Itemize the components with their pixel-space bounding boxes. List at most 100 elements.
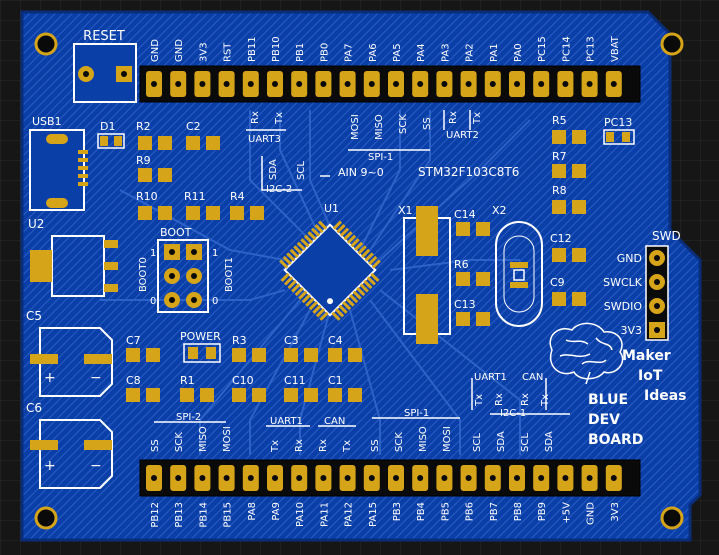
led-pc13: [603, 129, 635, 145]
top-pin-label: PB1: [295, 43, 306, 62]
top-header-pads: [146, 71, 622, 97]
i2c1-sda2: SDA: [544, 431, 555, 452]
capacitor-c5-pad-plus: [30, 354, 58, 364]
top-pin-hole: [296, 81, 303, 87]
component-label-c11: C11: [284, 374, 306, 387]
component-label-r5: R5: [552, 114, 567, 127]
regulator-u2-pin1: [104, 240, 118, 248]
bottom-pin-hole: [151, 475, 157, 481]
component-label-c10: C10: [232, 374, 254, 387]
top-pin-label: PA0: [513, 43, 524, 62]
mcu-pin: [339, 227, 350, 237]
component-pad: [138, 136, 152, 150]
bottom-pin-hole: [344, 475, 351, 481]
bottom-pin-hole: [417, 475, 424, 481]
mcu-pin: [352, 290, 362, 300]
spi1-top-ss: SS: [422, 117, 433, 130]
can-bottom-rx: Rx: [318, 439, 329, 452]
component-label-c4: C4: [328, 334, 343, 347]
regulator-u2-pin3: [104, 284, 118, 292]
capacitor-c5: [39, 327, 113, 397]
bottom-pin-label: PA10: [295, 502, 306, 527]
diode-d1-pad-a: [100, 136, 108, 146]
component-pad: [146, 348, 160, 362]
spi1-bottom-label: SPI-1: [404, 408, 429, 419]
component-label-r11: R11: [184, 190, 206, 203]
mcu-pin: [336, 224, 346, 234]
top-pin-label: PB0: [319, 43, 330, 62]
component-pad: [232, 348, 246, 362]
component-pad: [304, 348, 318, 362]
led-power: [183, 343, 221, 363]
swd-pin-label: SWDIO: [604, 300, 643, 313]
component-pad: [304, 388, 318, 402]
usb-label: USB1: [32, 115, 62, 128]
boot-label: BOOT: [160, 226, 192, 239]
mcu-pin: [366, 276, 376, 286]
capacitor-c6-pad-minus: [84, 440, 112, 450]
mcu-pin: [284, 276, 294, 286]
mounting-hole-bottom-left: [34, 506, 58, 530]
boot-pin-1-right: 1: [212, 248, 218, 259]
component-pad: [572, 292, 586, 306]
component-label-c13: C13: [454, 298, 476, 311]
top-pin-hole: [344, 81, 351, 87]
bottom-pin-label: 3V3: [610, 502, 621, 522]
spi1-top-miso: MISO: [374, 114, 385, 140]
spi1-bottom-miso: MISO: [418, 426, 429, 452]
i2c2-scl: SCL: [296, 161, 307, 180]
mcu-pin: [371, 259, 381, 269]
uart2-tx: Tx: [472, 112, 483, 125]
bottom-pin-label: PB9: [537, 502, 548, 521]
can-right-rx: Rx: [520, 393, 531, 406]
mcu-u1: [279, 220, 381, 321]
bottom-pin-label: PA12: [344, 502, 355, 527]
top-pin-label: PB11: [247, 36, 258, 62]
mcu-pin: [310, 227, 321, 237]
bottom-pin-hole: [320, 475, 327, 481]
diode-d1-pad-b: [114, 136, 122, 146]
top-pin-label: PC15: [537, 36, 548, 62]
mcu-pin: [338, 304, 348, 314]
component-label-r3: R3: [232, 334, 247, 347]
x2-label: X2: [492, 204, 507, 217]
can-right-tx: Tx: [540, 394, 551, 407]
uart1-right-tx: Tx: [474, 394, 485, 407]
swd-pin-hole: [654, 255, 660, 261]
led-pc13-pad-b: [622, 132, 630, 142]
mcu-pin: [282, 255, 292, 266]
boot1-label: BOOT1: [224, 257, 235, 292]
component-label-c7: C7: [126, 334, 141, 347]
top-function-labels: [246, 110, 471, 191]
top-pin-label: PA3: [440, 43, 451, 62]
spi1-bottom-mosi: MOSI: [442, 426, 453, 452]
mcu-pin: [357, 245, 367, 255]
x1-label: X1: [398, 204, 413, 217]
reset-label: RESET: [83, 29, 125, 44]
component-label-c9: C9: [550, 276, 565, 289]
component-pad: [250, 206, 264, 220]
bottom-pin-label: PA15: [368, 502, 379, 527]
component-label-c2: C2: [186, 120, 201, 133]
mcu-pin: [312, 304, 322, 314]
top-pin-label: PA5: [392, 43, 403, 62]
crystal-x2-body: [503, 235, 535, 313]
mcu-pin: [303, 234, 314, 244]
component-pad: [138, 168, 152, 182]
bottom-pin-hole: [538, 475, 545, 481]
component-pad: [126, 388, 140, 402]
uart3-label: UART3: [248, 134, 281, 145]
u2-label: U2: [28, 217, 44, 231]
pc13-label: PC13: [604, 116, 632, 129]
usb-pad-bottom: [46, 198, 68, 208]
component-label-r10: R10: [136, 190, 158, 203]
mcu-pin: [289, 248, 299, 258]
reset-pad-right-hole: [121, 71, 127, 77]
mcu-pin: [342, 301, 352, 311]
spi1-top-label: SPI-1: [368, 152, 393, 163]
spi2-mosi: MOSI: [222, 426, 233, 452]
spi1-top-sck: SCK: [398, 114, 409, 134]
mcu-pin: [291, 283, 301, 293]
led-pc13-pad-a: [606, 132, 614, 142]
